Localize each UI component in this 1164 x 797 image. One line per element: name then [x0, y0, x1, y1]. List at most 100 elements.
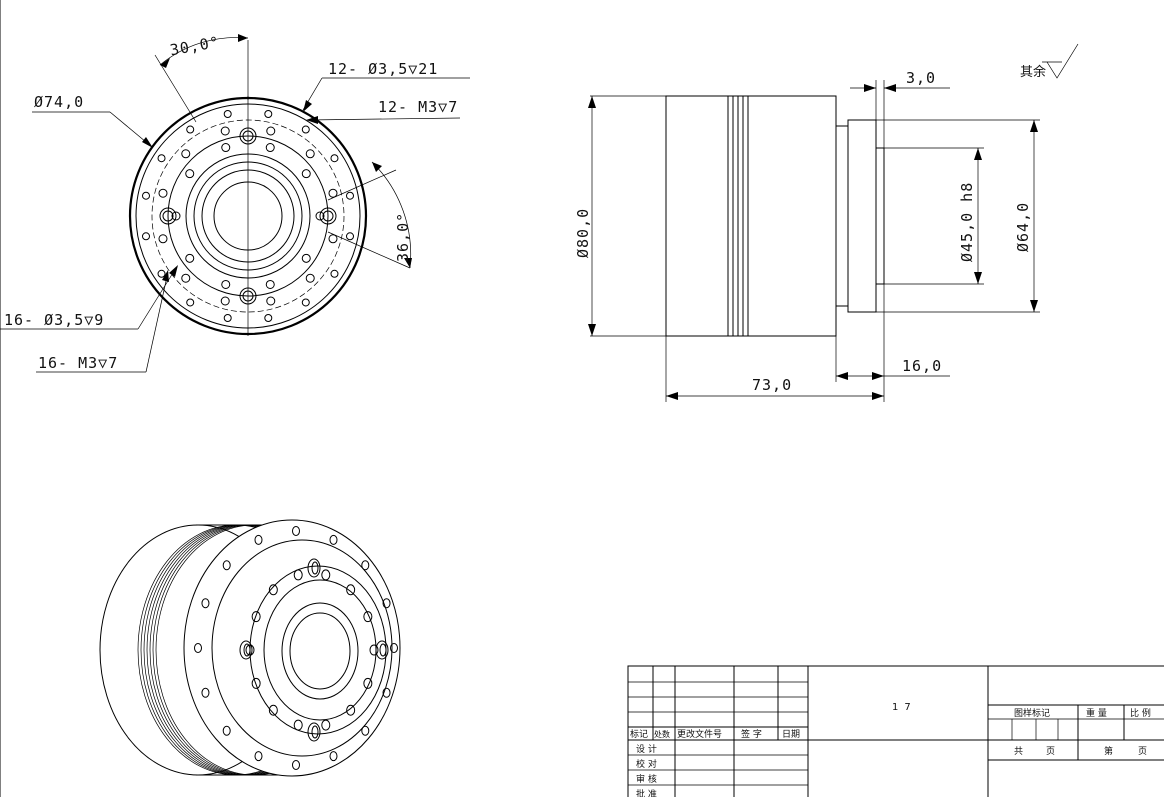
- front-mid-hole: [221, 279, 231, 289]
- dia-80-label: Ø80,0: [574, 208, 592, 258]
- iso-outer-hole: [329, 751, 338, 762]
- arrow: [872, 392, 884, 400]
- leader-16-m3-arrow: [162, 270, 169, 282]
- angle-30-extension: [154, 54, 197, 123]
- front-outer-hole: [141, 232, 150, 241]
- flange-step: [835, 125, 849, 307]
- iso-inner-hole: [251, 677, 261, 689]
- front-view: 30,0° 12- Ø3,5▽21 12- M3▽7 Ø74,0 36,0° 1…: [0, 33, 470, 373]
- front-outer-hole: [346, 232, 355, 241]
- arrow: [974, 272, 982, 284]
- isometric-view: [99, 519, 401, 777]
- iso-outer-hole: [194, 643, 202, 653]
- iso-inner-hole: [346, 584, 356, 596]
- iso-outer-hole: [201, 687, 210, 698]
- tb-weight: 重 量: [1086, 707, 1107, 719]
- tb-header-mark: 标记: [630, 728, 648, 740]
- front-inner-hole: [266, 126, 276, 136]
- front-mid-hole: [185, 169, 195, 179]
- iso-bore-outer: [281, 602, 359, 700]
- iso-inner-hole: [321, 569, 331, 581]
- front-mid-hole: [265, 279, 275, 289]
- tb-header-count: 处数: [654, 729, 670, 739]
- tb-row-design: 设 计: [636, 743, 657, 755]
- arrow: [974, 148, 982, 160]
- surface-note: 其余: [1020, 64, 1046, 80]
- tb-total-label: 共: [1014, 746, 1023, 757]
- flange: [847, 119, 877, 313]
- iso-inner-hole: [293, 569, 303, 581]
- iso-counterbore-hole: [307, 722, 321, 742]
- iso-outer-hole: [292, 526, 300, 536]
- tb-drawing-number: 17: [892, 702, 917, 713]
- front-counterbore-inner: [322, 210, 334, 222]
- leader-d74-arrow: [142, 137, 153, 148]
- arrow: [1030, 120, 1038, 132]
- dia-74-label: Ø74,0: [34, 93, 84, 111]
- iso-inner-hole: [363, 677, 373, 689]
- front-inner-hole: [328, 234, 338, 244]
- leader-12-m3-arrow: [306, 116, 318, 124]
- front-outer-hole: [223, 314, 232, 323]
- length-73-label: 73,0: [752, 376, 792, 394]
- front-outer-hole: [264, 109, 273, 118]
- front-mid-hole: [265, 143, 275, 153]
- front-outer-hole: [157, 269, 166, 278]
- angle-36-arrow-top: [372, 162, 382, 172]
- arrow: [872, 372, 884, 380]
- front-outer-hole: [301, 125, 310, 134]
- arrow: [1030, 300, 1038, 312]
- iso-inner-hole: [321, 719, 331, 731]
- body-outline: [665, 95, 837, 337]
- front-inner-hole: [158, 188, 168, 198]
- iso-counterbore-hole: [239, 640, 253, 660]
- iso-inner-hole: [293, 719, 303, 731]
- iso-outer-hole: [222, 560, 231, 571]
- front-outer-hole: [346, 191, 355, 200]
- front-inner-hole: [181, 149, 191, 159]
- angle-36-label: 36,0°: [394, 212, 412, 262]
- tb-scale: 比 例: [1130, 707, 1151, 719]
- side-view: Ø80,0 Ø45,0 h8 Ø64,0 3,0 16,0: [574, 43, 1079, 402]
- tb-row-check: 校 对: [636, 758, 657, 770]
- iso-outer-hole: [254, 534, 263, 545]
- iso-inner-hole: [369, 644, 379, 656]
- iso-inner-hole: [245, 644, 255, 656]
- front-inner-hole: [305, 149, 315, 159]
- arrow: [836, 372, 848, 380]
- front-outer-hole: [330, 154, 339, 163]
- front-outer-hole: [157, 154, 166, 163]
- title-block-frame: [627, 665, 1164, 797]
- front-outer-hole: [186, 125, 195, 134]
- front-inner-hole: [158, 234, 168, 244]
- holes-16-dia-label: 16- Ø3,5▽9: [4, 311, 104, 329]
- front-inner-hole: [266, 296, 276, 306]
- leader-16-m3: [145, 271, 169, 373]
- iso-inner-hole: [251, 611, 261, 623]
- step-3-label: 3,0: [906, 69, 936, 87]
- front-mid-hole: [301, 253, 311, 263]
- front-outer-hole: [264, 314, 273, 323]
- angle-arrow-left: [160, 58, 170, 68]
- angle-30-label: 30,0°: [169, 33, 222, 59]
- angle-36-arrow-bottom: [404, 258, 412, 268]
- arrow: [884, 84, 896, 92]
- angle-30-arc: [159, 37, 249, 66]
- front-outer-hole: [223, 109, 232, 118]
- front-inner-hole: [220, 126, 230, 136]
- tb-row-review: 审 核: [636, 773, 657, 785]
- iso-counterbore-inner: [243, 643, 251, 657]
- iso-bore-inner: [289, 612, 351, 690]
- iso-outer-hole: [292, 760, 300, 770]
- front-mid-hole: [315, 211, 325, 221]
- front-mid-hole: [185, 253, 195, 263]
- flange-16-label: 16,0: [902, 357, 942, 375]
- iso-outer-hole: [222, 725, 231, 736]
- tb-current-label: 第: [1104, 745, 1113, 757]
- holes-12-dia-label: 12- Ø3,5▽21: [328, 60, 438, 78]
- iso-counterbore-hole: [307, 558, 321, 578]
- arrow: [588, 324, 596, 336]
- angle-36-ext-top: [327, 169, 397, 201]
- tb-header-date: 日期: [782, 729, 800, 740]
- arrow: [588, 96, 596, 108]
